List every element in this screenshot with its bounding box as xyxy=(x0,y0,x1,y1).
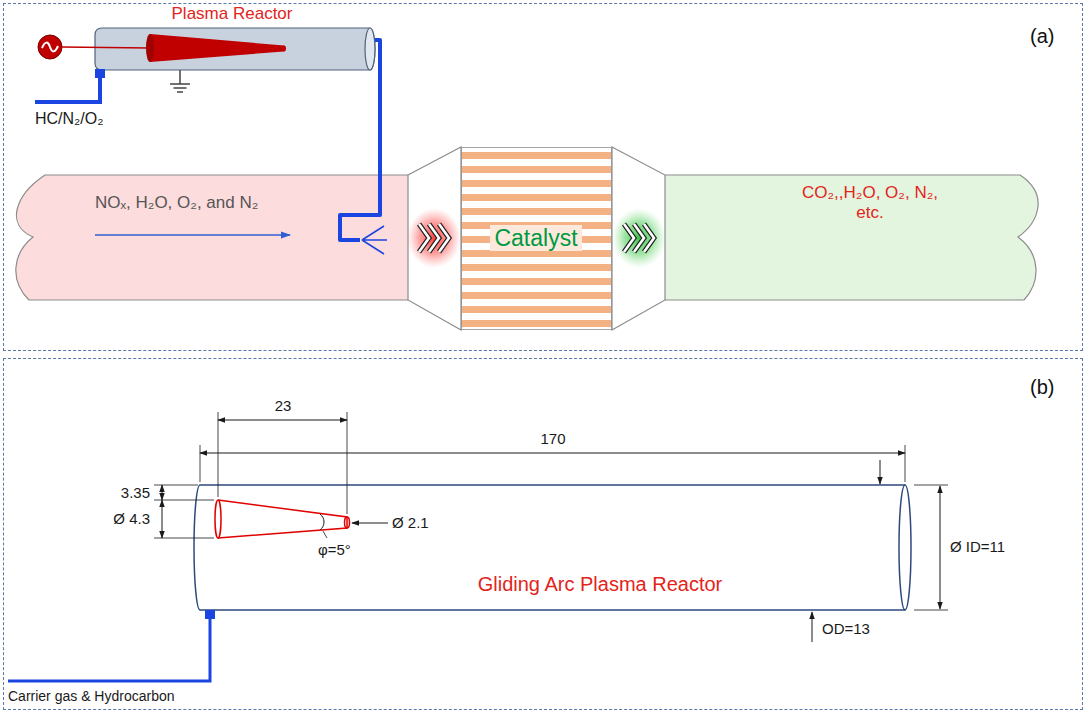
connector-layer xyxy=(375,40,380,175)
diffuser-cone xyxy=(408,147,461,330)
dimension-line xyxy=(162,500,163,538)
catalyst-channel xyxy=(462,306,611,313)
ground-symbol xyxy=(170,70,190,92)
catalyst-channel xyxy=(462,180,611,187)
dimension-label: 23 xyxy=(275,397,292,414)
electrode-cone-tip xyxy=(345,517,350,528)
feed-line xyxy=(35,78,100,102)
flow-chevrons xyxy=(419,224,449,252)
pipe-fill xyxy=(665,175,1038,300)
dimension-label: 3.35 xyxy=(121,484,150,501)
label-anchor: φ=5° xyxy=(318,541,351,558)
tube-end xyxy=(194,485,200,610)
dimension-line xyxy=(162,485,163,500)
dimension-leader xyxy=(880,460,881,484)
pipe-outline xyxy=(16,175,408,300)
flow-glow xyxy=(407,208,461,268)
feed-line xyxy=(8,619,210,681)
label-anchor: Ø ID=11 xyxy=(950,538,1005,555)
plasma-reactor: Plasma Reactor xyxy=(90,4,375,74)
injection-pipe xyxy=(340,173,380,240)
flow-arrow xyxy=(95,234,290,235)
electrode-cone-tip xyxy=(282,46,286,52)
component-title: Plasma Reactor xyxy=(172,4,293,24)
outlet-cone xyxy=(612,147,665,330)
extension-lines xyxy=(200,412,905,514)
electrode-cone-outline xyxy=(218,500,347,538)
reactor-cylinder-end xyxy=(365,28,375,70)
pipe-fill xyxy=(16,175,408,300)
angle-arc xyxy=(320,514,324,530)
tube-wall xyxy=(200,485,905,610)
label-anchor: Ø 2.1 xyxy=(392,514,429,531)
dimension-label: Ø ID=11 xyxy=(950,538,1005,555)
dimension-label: Ø 4.3 xyxy=(113,510,150,527)
label-anchor: 170 xyxy=(540,430,565,447)
label-anchor: 23 xyxy=(275,397,292,414)
electrode-cone xyxy=(150,34,284,62)
flow-chevrons xyxy=(624,224,654,252)
electrode-cone-base xyxy=(215,500,221,538)
flow-glow xyxy=(612,208,666,268)
tube-end xyxy=(899,485,911,610)
component-title: Gliding Arc Plasma Reactor xyxy=(478,573,723,596)
dimension-leader xyxy=(352,523,388,524)
dimension-line xyxy=(218,420,347,421)
dimension-label: 170 xyxy=(540,430,565,447)
gas-inlet-label: HC/N₂/O₂ xyxy=(35,110,103,128)
gas-composition: CO₂,,H₂O, O₂, N₂, etc. xyxy=(795,183,945,222)
panel-frame: Plasma ReactorNOₓ, H₂O, O₂, and N₂ Cataly… xyxy=(3,3,1083,351)
exhaust-inlet-pipe: NOₓ, H₂O, O₂, and N₂ xyxy=(5,175,408,300)
injection-spray xyxy=(362,226,387,254)
extension-lines xyxy=(914,485,948,610)
flow-chevrons xyxy=(624,224,654,252)
catalyst-block: Catalyst xyxy=(461,147,612,330)
angle-label: φ=5° xyxy=(318,541,351,558)
dimension-line xyxy=(200,453,905,454)
exhaust-outlet-pipe: CO₂,,H₂O, O₂, N₂, etc. xyxy=(665,175,1050,300)
panel-label: (a) xyxy=(1030,25,1054,48)
angle-leader xyxy=(323,531,327,538)
ac-source-symbol xyxy=(38,35,62,59)
gas-port xyxy=(205,610,215,619)
dimension-label: Ø 2.1 xyxy=(392,514,429,531)
catalyst-channel xyxy=(462,208,611,215)
electrode-cone-base xyxy=(146,34,154,62)
label-anchor: Ø 4.3 xyxy=(113,510,150,527)
reactor-tube: Gliding Arc Plasma Reactor xyxy=(194,485,911,610)
catalyst-channel xyxy=(462,264,611,271)
flow-chevrons xyxy=(419,224,449,252)
panel-frame: Gliding Arc Plasma Reactor (b) xyxy=(3,358,1083,710)
catalyst-body xyxy=(462,148,612,330)
catalyst-channel xyxy=(462,320,611,327)
catalyst-channel xyxy=(462,166,611,173)
label-anchor: OD=13 xyxy=(822,620,870,637)
reactor-cylinder xyxy=(95,28,375,70)
ac-wave-symbol xyxy=(42,43,58,52)
pipe-outline xyxy=(665,175,1038,300)
label-anchor: 3.35 xyxy=(121,484,150,501)
dimension-leader xyxy=(812,612,813,642)
gas-feed-pipe xyxy=(375,40,380,175)
electrode-wire xyxy=(62,47,150,48)
label-anchor: Carrier gas & Hydrocarbon xyxy=(8,688,175,704)
component-title: Catalyst xyxy=(490,225,581,251)
gas-composition: NOₓ, H₂O, O₂, and N₂ xyxy=(95,193,258,213)
catalyst-channel xyxy=(462,152,611,159)
gas-port xyxy=(95,69,105,78)
gas-inlet-label: Carrier gas & Hydrocarbon xyxy=(8,688,175,704)
label-anchor: HC/N₂/O₂ xyxy=(35,110,103,128)
panel-label: (b) xyxy=(1030,376,1054,399)
catalyst-channel xyxy=(462,292,611,299)
dimension-label: OD=13 xyxy=(822,620,870,637)
catalyst-channel xyxy=(462,194,611,201)
catalyst-channel xyxy=(462,278,611,285)
dimension-line xyxy=(940,486,941,609)
extension-lines xyxy=(154,485,214,538)
